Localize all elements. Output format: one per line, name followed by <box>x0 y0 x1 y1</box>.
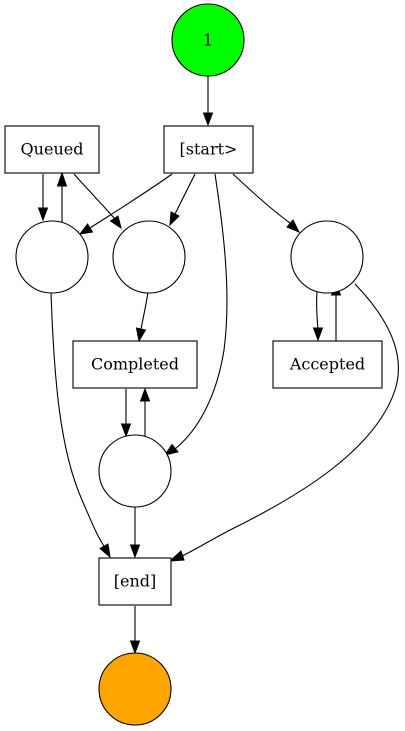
edge-queued-to-p2 <box>73 173 115 219</box>
arrowhead <box>109 215 122 230</box>
transition-start: [start> <box>163 125 254 174</box>
edge-start-to-p2 <box>174 173 196 215</box>
source-place: 1 <box>171 3 245 77</box>
edge-p3-to-accepted <box>316 291 319 330</box>
edge-p3-to-end <box>181 283 399 557</box>
transition-queued-label: Queued <box>21 140 84 159</box>
place-p2 <box>112 220 186 294</box>
transition-accepted: Accepted <box>272 340 383 389</box>
arrowhead <box>135 327 147 343</box>
arrowhead <box>169 211 180 227</box>
transition-end-box <box>98 557 172 606</box>
arrowhead <box>56 171 68 187</box>
place-p3 <box>290 220 364 294</box>
arrowhead <box>129 544 141 559</box>
transition-end-label: [end] <box>114 572 157 591</box>
place-p1 <box>15 220 89 294</box>
arrowhead <box>78 223 94 235</box>
sink-place-circle <box>98 652 172 726</box>
transition-completed-box <box>72 340 198 389</box>
arrowhead <box>312 327 324 342</box>
arrowhead <box>286 219 301 233</box>
transition-queued-box <box>4 125 100 174</box>
edge-start-to-p4 <box>174 173 228 450</box>
arrowhead <box>168 550 185 562</box>
transition-start-box <box>163 125 254 174</box>
transition-completed: Completed <box>72 340 198 389</box>
arrowhead <box>99 543 111 559</box>
arrowhead <box>163 443 179 456</box>
edge-p2-to-completed <box>140 291 149 330</box>
transition-end: [end] <box>98 557 172 606</box>
edge-start-to-p1 <box>89 173 173 229</box>
transition-accepted-box <box>272 340 383 389</box>
arrowhead <box>139 387 151 402</box>
transition-start-label: [start> <box>180 140 238 159</box>
edges <box>37 76 399 655</box>
transition-completed-label: Completed <box>91 355 179 374</box>
transition-queued: Queued <box>4 125 100 174</box>
place-p4 <box>98 434 172 508</box>
arrowhead <box>129 640 141 655</box>
transition-accepted-label: Accepted <box>289 355 365 374</box>
edge-p1-to-end <box>50 291 105 547</box>
arrowhead <box>202 112 214 127</box>
sink-place <box>98 652 172 726</box>
arrowhead <box>37 207 49 222</box>
source-place-circle <box>171 3 245 77</box>
arrowhead <box>120 423 132 438</box>
edge-start-to-p3 <box>232 173 291 224</box>
source-place-label: 1 <box>203 31 213 50</box>
